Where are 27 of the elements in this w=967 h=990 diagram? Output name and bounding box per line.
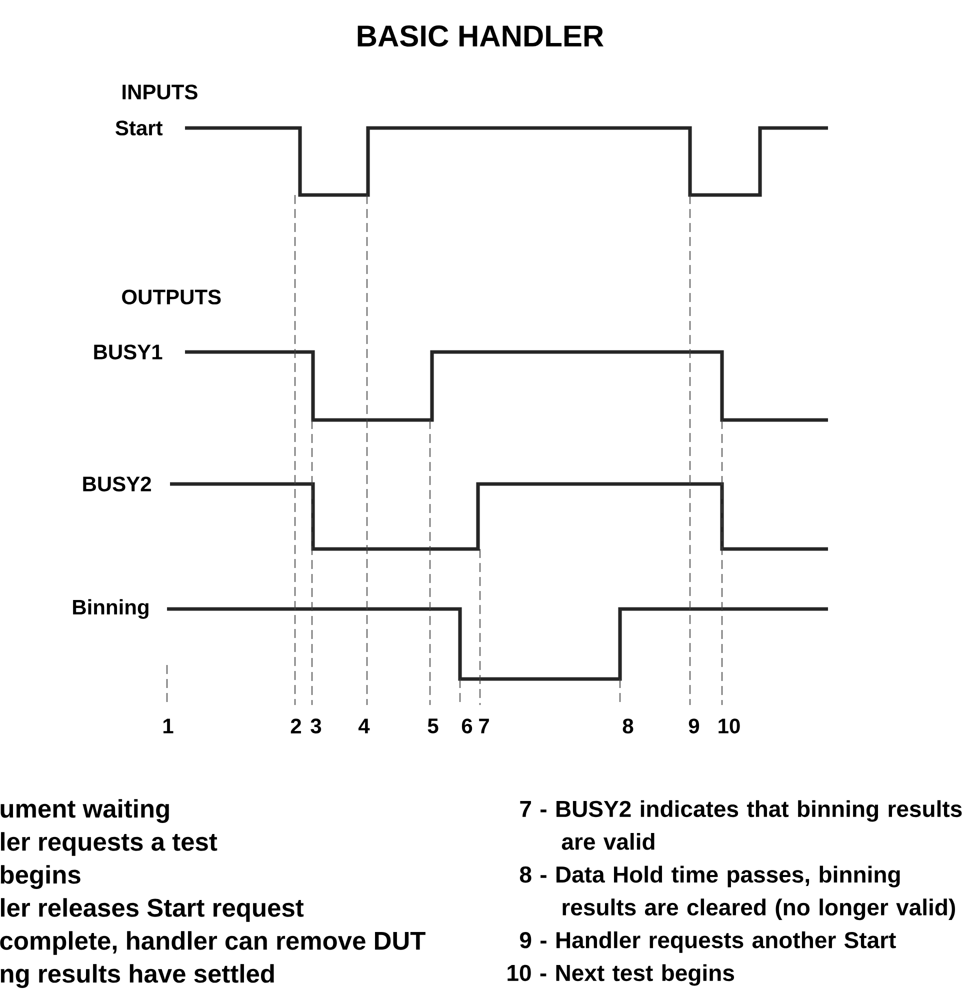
signal-name: BUSY1 <box>94 344 162 360</box>
note: 7 - BUSY2 indicates that binning results are valid <box>520 800 962 850</box>
note: ler releases Start request <box>1 898 304 922</box>
event-number: 1 <box>163 718 174 734</box>
note: 9 - Handler requests another Start <box>520 931 896 953</box>
event-number: 9 <box>688 718 700 734</box>
signal-name: Binning <box>73 599 148 619</box>
note: ler requests a test <box>1 832 218 856</box>
note: ument waiting <box>0 799 169 823</box>
event-number: 5 <box>428 718 438 734</box>
signal-name: BUSY2 <box>83 476 151 492</box>
event-number: 7 <box>479 718 489 734</box>
section-heading: INPUTS <box>122 84 198 100</box>
section-heading: OUTPUTS <box>122 290 221 304</box>
event-number: 8 <box>622 718 634 734</box>
event-number: 2 <box>290 718 301 734</box>
note: complete, handler can remove DUT <box>0 931 426 955</box>
note: 10 - Next test begins <box>508 964 734 986</box>
note: 8 - Data Hold time passes, binning results are cleared (no longer valid) <box>520 866 955 920</box>
event-number: 3 <box>310 718 322 734</box>
title: BASIC HANDLER <box>358 25 604 47</box>
signal-name: Start <box>116 120 163 136</box>
note: begins <box>0 865 80 889</box>
event-number: 4 <box>358 718 370 734</box>
event-number: 6 <box>462 718 472 734</box>
event-number: 10 <box>718 718 740 734</box>
note: ng results have settled <box>0 964 274 988</box>
